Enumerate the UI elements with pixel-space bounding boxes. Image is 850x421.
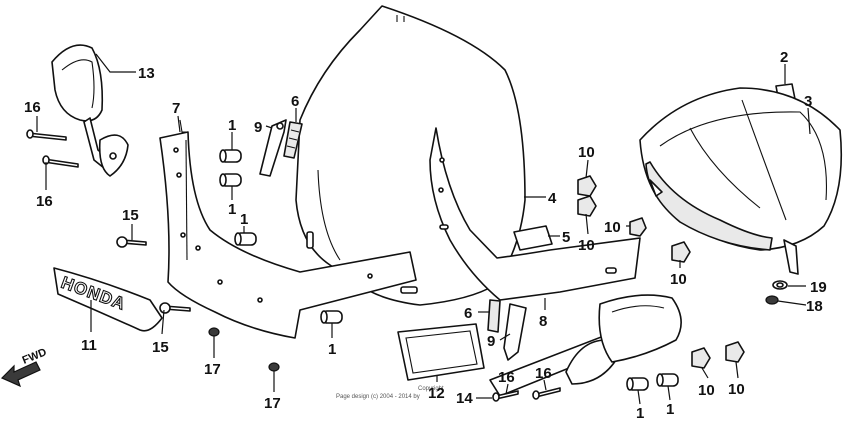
screw-16-c (492, 390, 519, 402)
reflector-12 (397, 323, 485, 381)
nut-17-b (268, 362, 280, 372)
callout-12: 12 (428, 385, 445, 402)
callout-2: 2 (780, 49, 788, 66)
callout-4: 4 (548, 190, 557, 207)
callout-10: 10 (670, 271, 687, 288)
callout-6: 6 (464, 305, 472, 322)
mirror-right (489, 294, 682, 397)
grommet-10-a (577, 175, 597, 197)
collar-1-e (626, 377, 649, 391)
callout-7: 7 (172, 100, 180, 117)
plate-5 (513, 225, 553, 251)
clip-9-upper (259, 119, 287, 177)
callout-16: 16 (24, 99, 41, 116)
grommet-10-b (577, 195, 597, 217)
callout-17: 17 (264, 395, 281, 412)
callout-1: 1 (228, 117, 236, 134)
callout-14: 14 (456, 390, 473, 407)
collar-1-c (234, 232, 257, 246)
screw-16-upper (26, 129, 67, 141)
collar-1-a (219, 149, 242, 163)
copyright-line-2: Page design (c) 2004 - 2014 by (336, 394, 420, 400)
callout-10: 10 (728, 381, 745, 398)
grommet-10-f (725, 341, 745, 363)
collar-1-f (656, 373, 679, 387)
callout-17: 17 (204, 361, 221, 378)
grommet-10-d (671, 241, 691, 263)
callout-10: 10 (578, 237, 595, 254)
callout-18: 18 (806, 298, 823, 315)
callout-11: 11 (81, 337, 97, 354)
callout-19: 19 (810, 279, 827, 296)
callout-1: 1 (636, 405, 644, 421)
grommet-10-c (629, 217, 647, 237)
fairing-frame-left (159, 119, 417, 339)
clip-9-lower (503, 303, 527, 361)
callout-10: 10 (578, 144, 595, 161)
fwd-arrow: FWD (0, 346, 48, 388)
callout-10: 10 (698, 382, 715, 399)
grommet-10-e (691, 347, 711, 369)
callout-9: 9 (487, 333, 495, 350)
callout-labels: 13 16 16 15 11 15 17 17 7 1 1 1 1 9 6 4 … (24, 49, 827, 421)
callout-1: 1 (240, 211, 248, 228)
screw-16-d (532, 387, 561, 400)
fairing-panel-right (429, 127, 641, 301)
callout-16: 16 (535, 365, 552, 382)
callout-5: 5 (562, 229, 570, 246)
screw-15-upper (116, 236, 147, 248)
screw-15-lower (159, 302, 191, 314)
callout-16: 16 (36, 193, 53, 210)
screw-16-lower (42, 155, 79, 168)
callout-9: 9 (254, 119, 262, 136)
collar-1-d (320, 310, 343, 324)
callout-1: 1 (328, 341, 336, 358)
callout-3: 3 (804, 93, 812, 110)
pad-6-lower (487, 299, 501, 333)
pad-6-upper (283, 121, 303, 159)
mirror-left (51, 44, 129, 177)
instrument-cover-3 (639, 87, 843, 275)
nut-18 (765, 295, 779, 305)
collar-1-b (219, 173, 242, 187)
callout-16: 16 (498, 369, 515, 386)
washer-19 (772, 280, 788, 290)
callout-6: 6 (291, 93, 299, 110)
leader-lines (36, 53, 811, 405)
callout-13: 13 (138, 65, 155, 82)
callout-15: 15 (122, 207, 139, 224)
nut-17-a (208, 327, 220, 337)
copyright-line-1: Copyright (418, 386, 444, 392)
honda-emblem: HONDA (53, 267, 163, 332)
callout-10: 10 (604, 219, 621, 236)
copyright-notice: Copyright Page design (c) 2004 - 2014 by (336, 386, 444, 400)
callout-1: 1 (666, 401, 674, 418)
callout-1: 1 (228, 201, 236, 218)
callout-15: 15 (152, 339, 169, 356)
callout-8: 8 (539, 313, 547, 330)
